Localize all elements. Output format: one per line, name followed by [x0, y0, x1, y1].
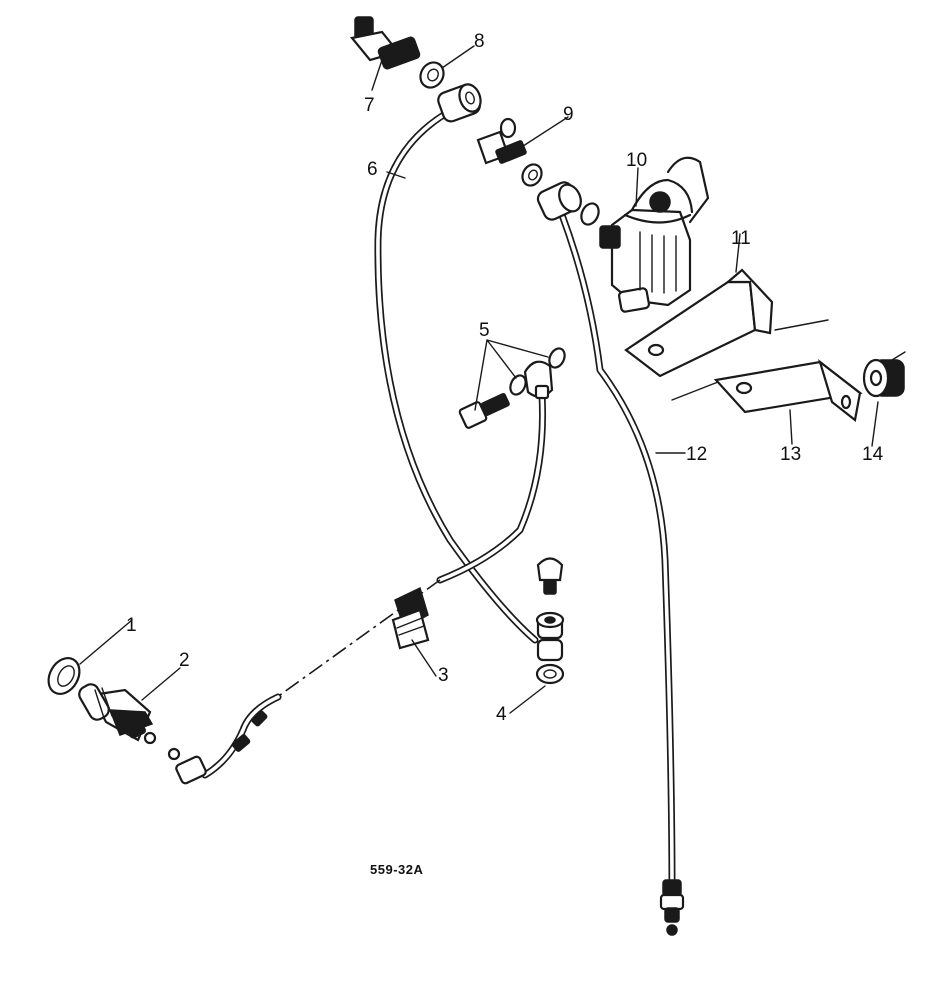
alignment-lines — [671, 319, 906, 401]
callout-9: 9 — [563, 104, 574, 125]
callout-labels: 1 2 3 4 5 6 7 8 9 10 11 12 13 14 — [126, 31, 884, 725]
part-5-banjo-bolt — [458, 347, 566, 429]
callout-4: 4 — [496, 704, 507, 725]
part-12-bottom-nut — [659, 879, 685, 936]
part-4-union — [535, 611, 565, 685]
part-11-bracket — [624, 268, 774, 378]
figure-code: 559-32A — [370, 862, 423, 877]
callout-10: 10 — [626, 150, 647, 171]
callout-12: 12 — [686, 444, 707, 465]
part-6-banjo-fitting — [437, 83, 482, 123]
callout-11: 11 — [731, 228, 751, 249]
part-10-fuel-filter — [599, 156, 710, 313]
callout-2: 2 — [179, 650, 190, 671]
bleed-screw — [536, 557, 564, 595]
callout-1: 1 — [126, 615, 137, 636]
callout-14: 14 — [862, 444, 884, 465]
callout-13: 13 — [780, 444, 801, 465]
callout-8: 8 — [474, 31, 485, 52]
part-7-bolt — [349, 16, 421, 70]
part-13-bracket — [713, 359, 863, 422]
part-3-clip — [391, 586, 430, 650]
part-1-washer — [47, 657, 81, 695]
part-2-injector — [78, 683, 157, 745]
part-9-bolt — [476, 117, 543, 187]
callout-3: 3 — [438, 665, 449, 686]
part-6-fuel-pipe — [374, 106, 539, 644]
part-12-fuel-pipe — [558, 211, 676, 894]
part-8-washer — [419, 61, 445, 89]
callout-6: 6 — [367, 159, 378, 180]
part-12-banjo-fitting — [536, 181, 600, 226]
callout-5: 5 — [479, 320, 490, 341]
leader-lines — [79, 45, 879, 714]
part-14-bush — [862, 358, 905, 398]
callout-7: 7 — [364, 95, 375, 116]
